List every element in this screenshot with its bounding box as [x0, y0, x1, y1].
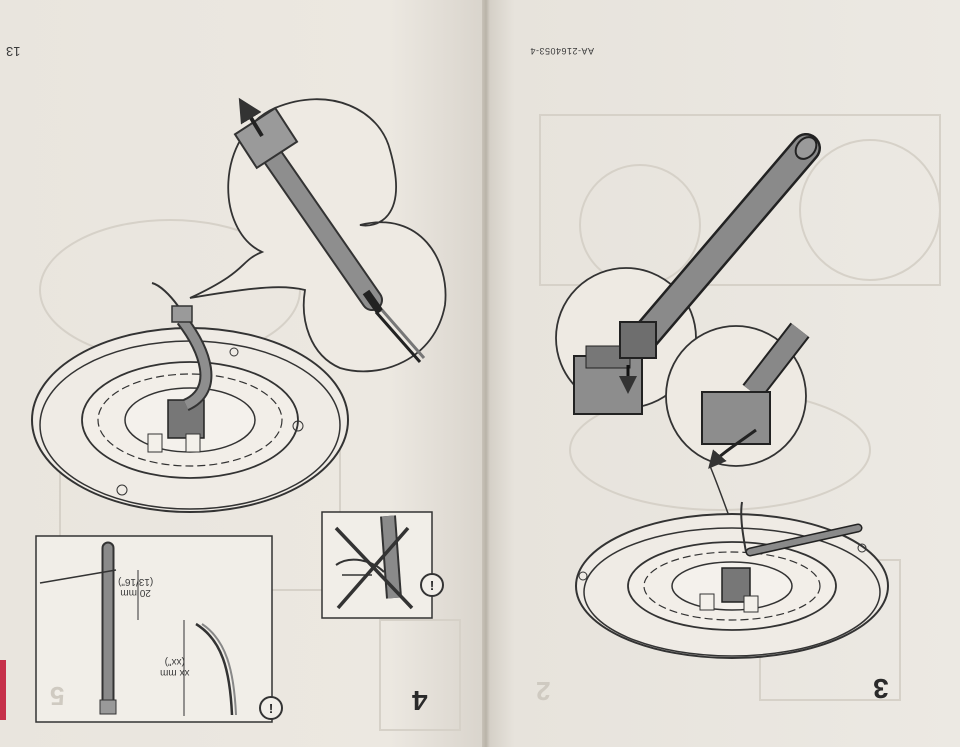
faded-step-right: 2: [536, 676, 551, 706]
conduit-tube: [619, 133, 821, 359]
measurement-metric: 20 mm: [120, 587, 151, 598]
document-code: AA-2164053-4: [530, 46, 595, 56]
faded-step-left: 5: [50, 681, 65, 711]
fixture-base-right: [575, 501, 889, 659]
placeholder-imperial: (xx"): [164, 656, 185, 667]
pull-arrow: [238, 97, 264, 138]
step-number-left: 4: [412, 685, 428, 716]
red-edge: [0, 660, 6, 720]
svg-text:!: !: [269, 701, 273, 716]
connector-zoom-2: [665, 322, 810, 469]
placeholder-label: xx mm (xx"): [160, 656, 189, 678]
page-number: 13: [6, 44, 21, 59]
step-number-right: 3: [873, 673, 889, 704]
arrow-icon: [708, 428, 757, 469]
book-gutter: [482, 0, 490, 747]
svg-text:!: !: [430, 578, 434, 593]
fixture-base-left: [31, 282, 349, 513]
measurement-box: !: [35, 535, 283, 723]
measurement-imperial: (13/16"): [118, 576, 154, 587]
warning-box: !: [321, 511, 444, 619]
attention-icon: [259, 696, 283, 720]
placeholder-metric: xx mm: [160, 667, 190, 678]
cable-sleeve-zoom: [233, 97, 426, 363]
measurement-label: 20 mm (13/16"): [118, 576, 153, 598]
